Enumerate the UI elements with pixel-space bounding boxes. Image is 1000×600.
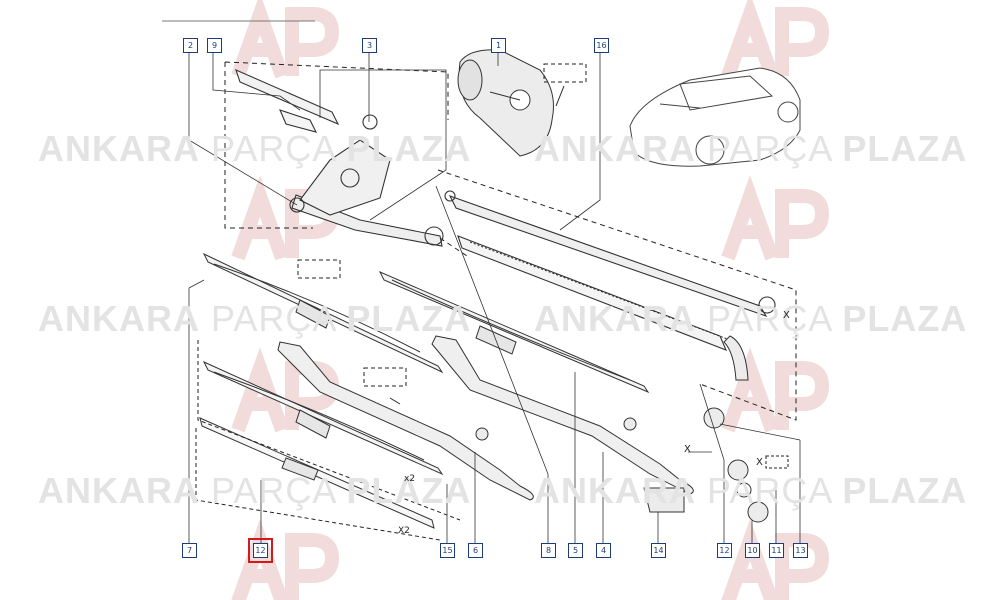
watermark-text: ANKARA PARÇA PLAZA [38,470,472,511]
callout-2[interactable]: 2 [183,38,198,53]
callout-9[interactable]: 9 [207,38,222,53]
watermark-text: ANKARA PARÇA PLAZA [38,128,472,169]
callout-15[interactable]: 15 [440,543,455,558]
callout-11[interactable]: 11 [769,543,784,558]
callout-14[interactable]: 14 [651,543,666,558]
watermark-logos [231,0,830,600]
watermark-text: ANKARA PARÇA PLAZA [534,470,968,511]
detail-marker: X [684,444,691,455]
callout-5[interactable]: 5 [568,543,583,558]
small-parts [475,335,769,523]
callout-1[interactable]: 1 [491,38,506,53]
callout-12-highlighted[interactable]: 12 [248,538,273,563]
car-outline [629,67,801,167]
quantity-label: X2 [398,526,410,536]
callout-16[interactable]: 16 [594,38,609,53]
detail-marker: X [756,457,763,468]
callout-10[interactable]: 10 [745,543,760,558]
wiper-blades [199,252,650,529]
watermark-text: ANKARA PARÇA PLAZA [38,298,472,339]
detail-marker: X [783,310,790,321]
watermark-text: ANKARA PARÇA PLAZA [534,298,968,339]
leader-lines [188,52,801,543]
watermark-text: ANKARA PARÇA PLAZA [534,128,968,169]
callout-13[interactable]: 13 [793,543,808,558]
linkage-rods [235,69,776,351]
wiper-motor [457,49,554,157]
wiper-arms [277,335,694,501]
quantity-label: x2 [404,474,416,484]
callout-7[interactable]: 7 [182,543,197,558]
callout-3[interactable]: 3 [362,38,377,53]
callout-8[interactable]: 8 [541,543,556,558]
callout-4[interactable]: 4 [596,543,611,558]
callout-6[interactable]: 6 [468,543,483,558]
callout-12[interactable]: 12 [717,543,732,558]
